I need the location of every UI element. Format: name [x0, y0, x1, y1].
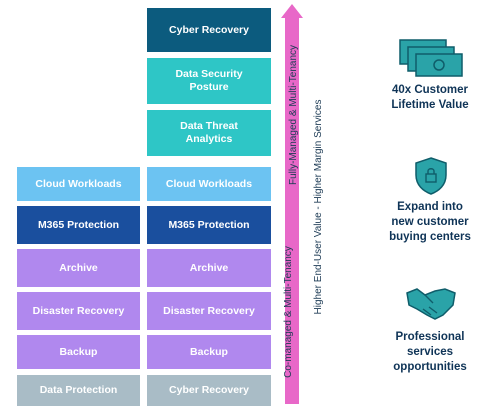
arrow-label-upper: Fully-Managed & Multi-Tenancy — [288, 44, 299, 186]
money-icon — [399, 39, 463, 77]
right-block-data-threat-analytics: Data Threat Analytics — [147, 110, 271, 156]
shield-lock-icon — [415, 157, 447, 195]
upward-arrow — [281, 4, 303, 404]
handshake-icon — [406, 288, 456, 320]
left-block-backup: Backup — [17, 335, 140, 369]
right-block-cyber-recovery-top: Cyber Recovery — [147, 8, 271, 52]
left-block-archive: Archive — [17, 249, 140, 287]
benefit-professional-services: Professional services opportunities — [393, 331, 467, 373]
benefit-new-buying-centers: Expand into new customer buying centers — [389, 201, 471, 243]
arrow-label-side: Higher End-User Value - Higher Margin Se… — [313, 99, 324, 315]
left-block-data-protection: Data Protection — [17, 375, 140, 406]
right-block-cloud-workloads: Cloud Workloads — [147, 167, 271, 201]
right-block-cyber-recovery-bottom: Cyber Recovery — [147, 375, 271, 406]
right-block-data-security-posture: Data Security Posture — [147, 58, 271, 104]
right-block-backup: Backup — [147, 335, 271, 369]
arrow-label-lower: Co-managed & Multi-Tenancy — [283, 246, 294, 378]
benefit-customer-lifetime-value: 40x Customer Lifetime Value — [391, 84, 469, 111]
left-block-disaster-recovery: Disaster Recovery — [17, 292, 140, 330]
right-block-archive: Archive — [147, 249, 271, 287]
right-block-disaster-recovery: Disaster Recovery — [147, 292, 271, 330]
right-block-m365-protection: M365 Protection — [147, 206, 271, 244]
left-block-cloud-workloads: Cloud Workloads — [17, 167, 140, 201]
left-block-m365-protection: M365 Protection — [17, 206, 140, 244]
